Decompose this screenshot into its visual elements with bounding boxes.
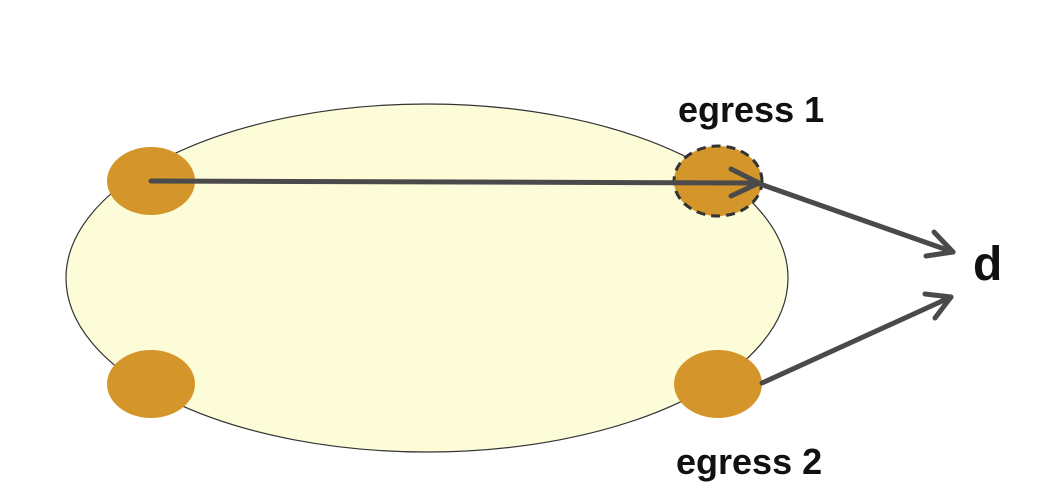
egress-1-label: egress 1 [678,89,825,130]
router-egress-2 [674,350,762,418]
arrow-egress-1-to-d [757,181,956,255]
egress-2-label: egress 2 [676,441,823,482]
arrow-ingress-to-egress-1 [148,178,761,186]
arrowhead-egress-1-to-d [923,229,956,259]
arrowhead-egress-2-to-d [922,291,954,321]
arrow-egress-2-to-d [759,294,954,386]
router-bottom-left [107,350,195,418]
destination-label: d [973,238,1003,291]
network-ellipse [65,103,789,453]
